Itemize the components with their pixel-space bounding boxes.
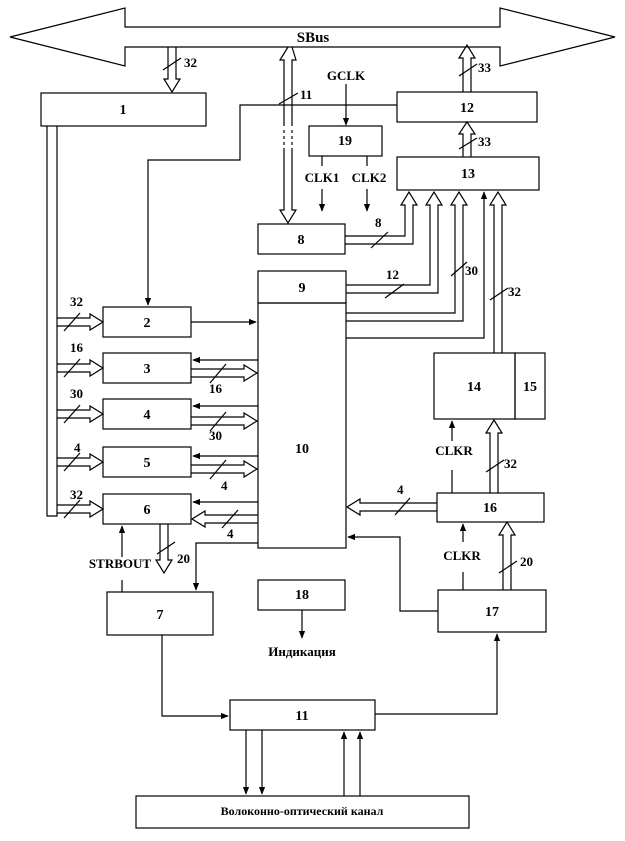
width-in-5: 4 <box>74 440 81 455</box>
block-11-box <box>229 699 376 731</box>
width-13-12: 33 <box>478 134 492 149</box>
block-16-label: 16 <box>483 501 497 516</box>
block-1-box <box>40 92 207 127</box>
block-19-box <box>308 125 383 157</box>
width-3-10: 16 <box>209 381 223 396</box>
width-12-sbus: 33 <box>478 60 492 75</box>
block-2-label: 2 <box>144 316 151 331</box>
clkr-16-label: CLKR <box>443 548 481 563</box>
block-6-label: 6 <box>144 503 151 518</box>
bus-16-14 <box>484 418 504 493</box>
clk1-label: CLK1 <box>305 170 340 185</box>
width-10-6: 4 <box>227 526 234 541</box>
bus-9-13-a <box>346 190 444 294</box>
block-13-box <box>396 156 540 191</box>
line-10-7 <box>192 542 258 591</box>
block-15-box <box>514 352 546 420</box>
width-17-16: 20 <box>520 554 533 569</box>
bus-16-10 <box>345 497 437 517</box>
block-10-box <box>257 302 347 549</box>
block-10-label: 10 <box>295 442 309 457</box>
width-8-13: 8 <box>375 215 382 230</box>
block-8-box <box>257 223 346 255</box>
block-4-label: 4 <box>144 408 151 423</box>
line-17-10 <box>347 533 438 612</box>
clkr-14-label: CLKR <box>435 443 473 458</box>
block-7-label: 7 <box>157 608 164 623</box>
width-in-2: 32 <box>70 294 83 309</box>
width-5-10: 4 <box>221 478 228 493</box>
channel-label: Волоконно-оптический канал <box>221 804 384 818</box>
bus-sbus-8 <box>278 46 289 126</box>
width-sbus-1: 32 <box>184 55 197 70</box>
channel-box <box>135 795 470 829</box>
line-10-13 <box>346 191 488 339</box>
width-in-4: 30 <box>70 386 83 401</box>
sbus-arrow <box>9 7 616 67</box>
width-16-14: 32 <box>504 456 517 471</box>
block-9-label: 9 <box>299 281 306 296</box>
block-3-label: 3 <box>144 362 151 377</box>
block-8-label: 8 <box>298 233 305 248</box>
block-12-label: 12 <box>460 101 474 116</box>
indication-label: Индикация <box>268 644 335 659</box>
block-1-label: 1 <box>120 103 127 118</box>
bus-8-13 <box>345 190 419 245</box>
block-14-label: 14 <box>467 380 481 395</box>
bus-9-13-b <box>346 190 469 322</box>
block-18-label: 18 <box>295 588 309 603</box>
block-17-label: 17 <box>485 605 499 620</box>
block-7-box <box>106 591 214 636</box>
width-6-7: 20 <box>177 551 190 566</box>
block-11-label: 11 <box>295 709 308 724</box>
clk2-label: CLK2 <box>352 170 387 185</box>
width-9-13-b: 30 <box>465 263 478 278</box>
gclk-label: GCLK <box>327 68 366 83</box>
width-in-6: 32 <box>70 487 83 502</box>
bus-6-7 <box>154 524 174 575</box>
block-5-label: 5 <box>144 456 151 471</box>
width-4-10: 30 <box>209 428 222 443</box>
bus-14-13 <box>488 190 508 353</box>
strbout-label: STRBOUT <box>89 556 151 571</box>
line-12-2 <box>144 104 397 306</box>
width-9-13-a: 12 <box>386 267 399 282</box>
block-19-label: 19 <box>338 134 352 149</box>
width-in-3: 16 <box>70 340 84 355</box>
bus-17-16 <box>497 520 517 590</box>
width-sbus-8: 11 <box>300 87 312 102</box>
line-7-11 <box>161 635 229 720</box>
bus-1-vertical <box>46 126 58 517</box>
width-16-10: 4 <box>397 482 404 497</box>
bus-13-12 <box>457 120 477 157</box>
bus-sbus-1 <box>162 47 182 94</box>
block-15-label: 15 <box>523 380 537 395</box>
line-11-17 <box>375 633 501 715</box>
sbus-label: SBus <box>297 30 330 46</box>
bus-12-sbus <box>457 43 477 92</box>
width-14-13: 32 <box>508 284 521 299</box>
block-13-label: 13 <box>461 167 475 182</box>
